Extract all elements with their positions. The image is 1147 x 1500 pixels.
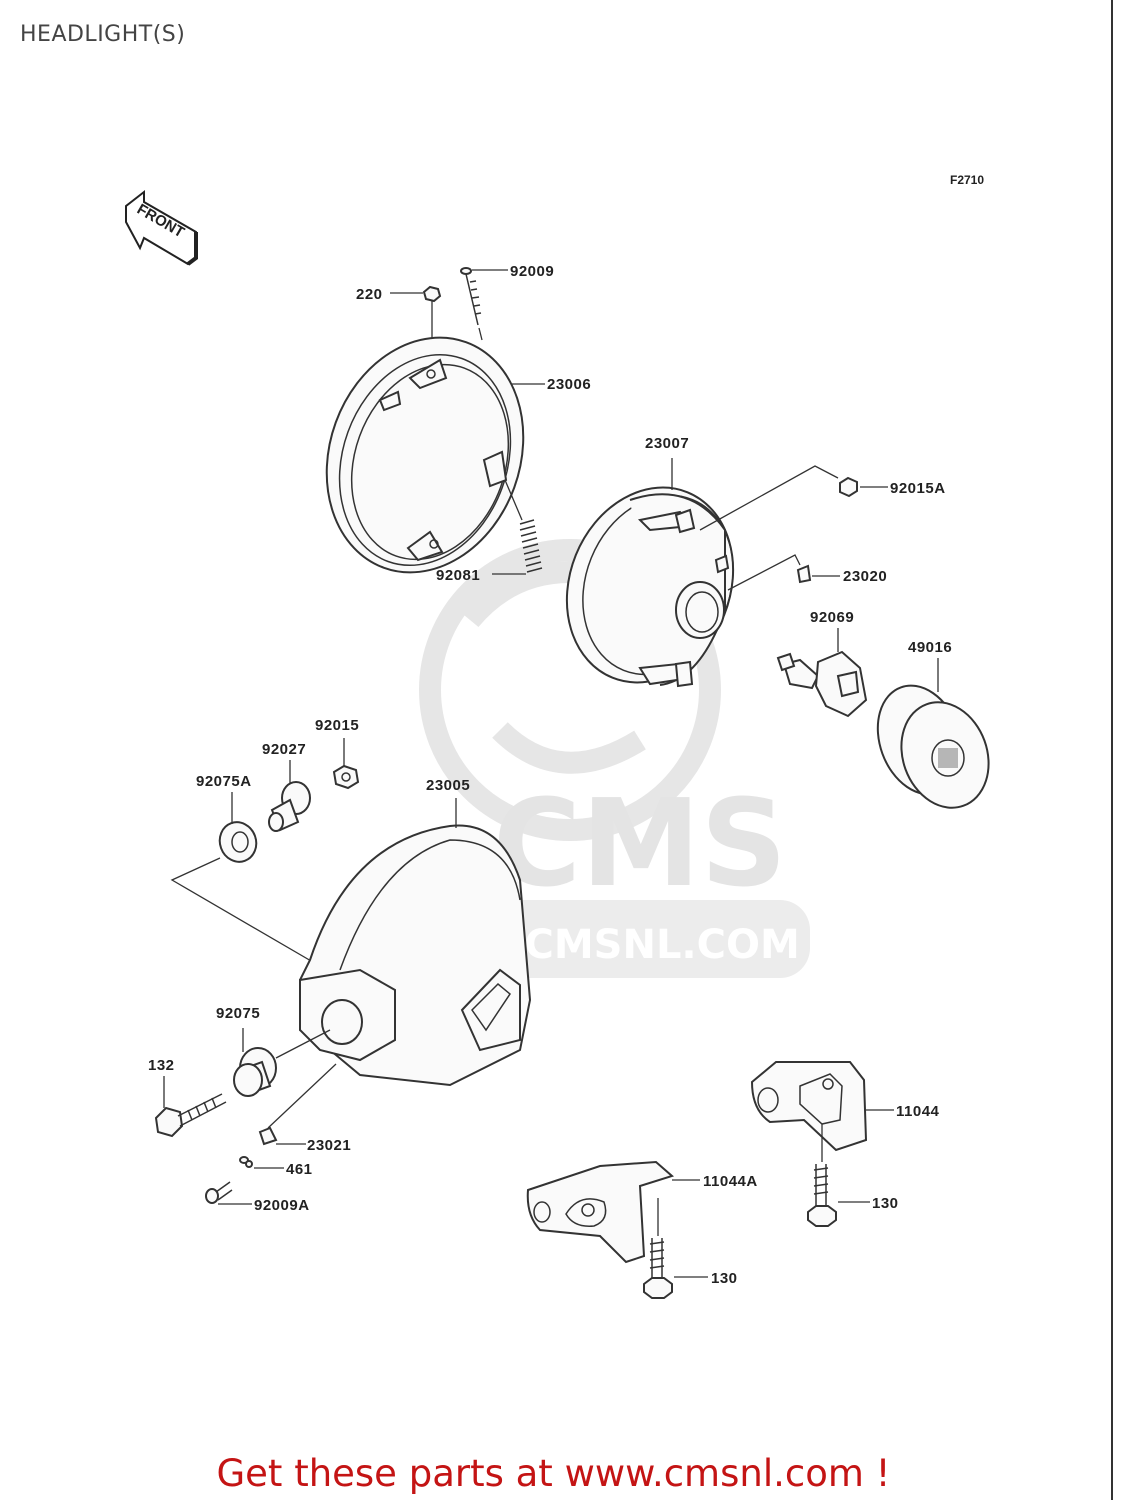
part-92009A: [205, 1181, 252, 1205]
label-23021: 23021: [307, 1137, 351, 1154]
part-23007-headlight-unit: [565, 458, 735, 688]
label-130-lower: 130: [711, 1270, 738, 1287]
label-92081: 92081: [436, 567, 480, 584]
label-23006: 23006: [547, 376, 591, 393]
part-130-bolt-lower: [643, 1198, 708, 1299]
label-23020: 23020: [843, 568, 887, 585]
part-23006-rim: [325, 327, 545, 574]
part-23021: [258, 1063, 337, 1146]
part-92081-spring: [492, 479, 543, 575]
label-11044A: 11044A: [703, 1173, 758, 1190]
part-130-bolt-upper: [807, 1124, 870, 1227]
label-49016: 49016: [908, 639, 952, 656]
page-border: [1111, 0, 1113, 1500]
part-11044-bracket: [750, 1061, 894, 1152]
label-92075A: 92075A: [196, 773, 252, 790]
label-130-upper: 130: [872, 1195, 899, 1212]
label-461: 461: [286, 1161, 313, 1178]
part-461: [239, 1156, 284, 1169]
label-92015: 92015: [315, 717, 359, 734]
label-92075: 92075: [216, 1005, 260, 1022]
watermark-brand: CMS: [493, 775, 787, 914]
part-49016-cap: [876, 658, 990, 809]
footer-parts-link[interactable]: Get these parts at www.cmsnl.com !: [0, 1452, 1147, 1495]
page-title: HEADLIGHT(S): [20, 22, 186, 47]
label-11044: 11044: [896, 1103, 940, 1120]
label-92069: 92069: [810, 609, 854, 626]
label-23007: 23007: [645, 435, 689, 452]
label-92009: 92009: [510, 263, 554, 280]
part-92075: [233, 1028, 331, 1097]
part-92027: [268, 760, 311, 832]
label-92009A: 92009A: [254, 1197, 310, 1214]
part-92009: [460, 267, 508, 326]
figure-code: F2710: [950, 173, 984, 187]
part-92069-bulb: [776, 628, 868, 718]
footer-parts-link-text: Get these parts at www.cmsnl.com !: [216, 1452, 891, 1495]
part-92015: [332, 738, 360, 790]
part-11044A-bracket: [526, 1160, 700, 1264]
label-23005: 23005: [426, 777, 470, 794]
label-132: 132: [148, 1057, 175, 1074]
label-92015A: 92015A: [890, 480, 946, 497]
part-92075A: [170, 792, 331, 973]
part-23005-housing: [299, 798, 532, 1087]
part-132-bolt: [154, 1076, 227, 1138]
part-92015A: [699, 465, 888, 531]
label-220: 220: [356, 286, 383, 303]
label-92027: 92027: [262, 741, 306, 758]
front-arrow-icon: FRONT: [125, 189, 198, 266]
part-23020: [727, 554, 840, 591]
